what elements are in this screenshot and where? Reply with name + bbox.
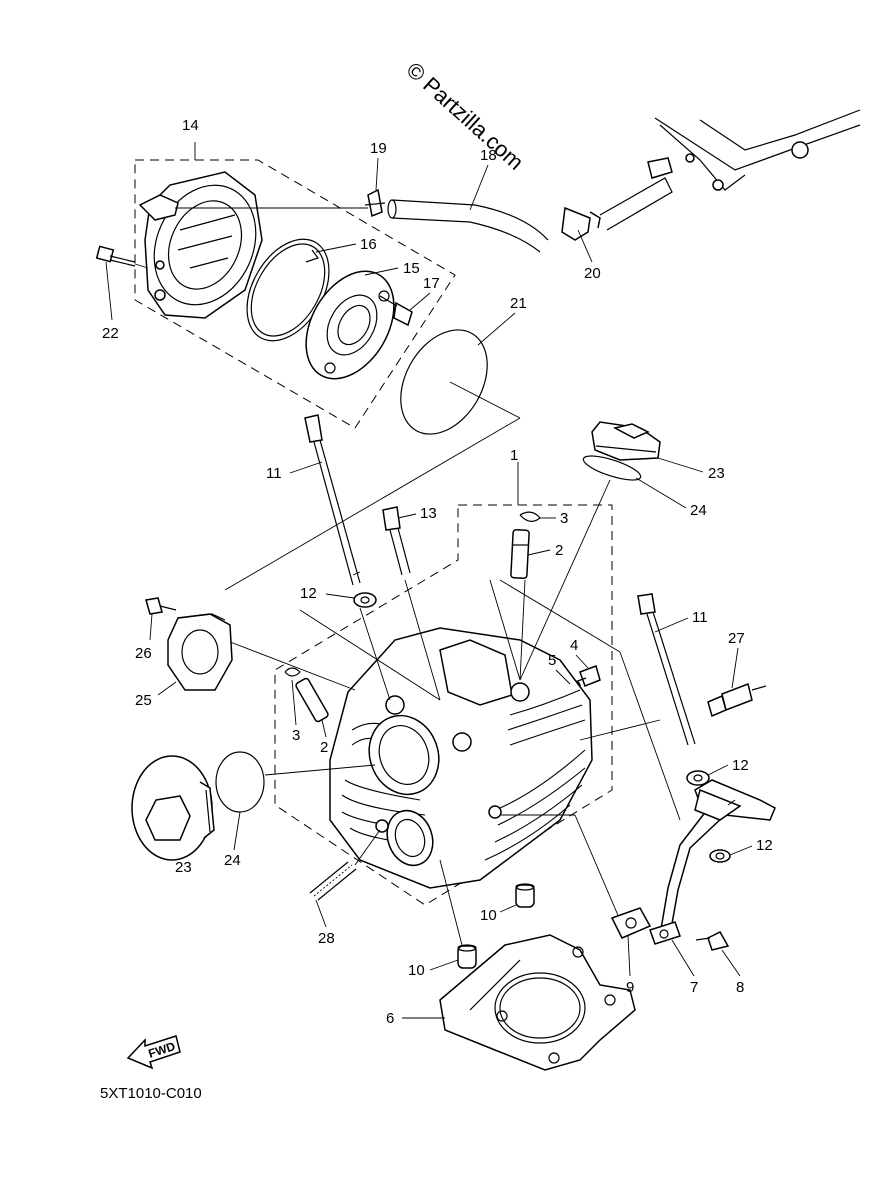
part-21-o-ring[interactable] <box>224 315 521 591</box>
part-24-o-ring-lower[interactable] <box>215 751 265 813</box>
part-13-bolt[interactable] <box>382 506 411 576</box>
label-27: 27 <box>728 630 745 647</box>
part-27-spark-plug[interactable] <box>707 682 767 718</box>
label-11-right: 11 <box>692 609 708 626</box>
label-15: 15 <box>403 260 420 277</box>
label-3-upper: 3 <box>560 510 568 527</box>
label-13: 13 <box>420 505 437 522</box>
label-3-lower: 3 <box>292 727 300 744</box>
part-10-dowel-lower[interactable] <box>457 944 477 969</box>
cover-assembly-box <box>134 142 456 429</box>
part-9-gasket[interactable] <box>610 907 652 939</box>
label-12-upper: 12 <box>300 585 317 602</box>
label-26: 26 <box>135 645 152 662</box>
label-10-upper: 10 <box>480 907 497 924</box>
fwd-arrow-icon: FWD <box>126 1035 181 1070</box>
part-18-hose[interactable] <box>175 199 549 253</box>
label-23-lower: 23 <box>175 859 192 876</box>
part-3-clip-upper[interactable] <box>519 511 541 522</box>
part-25-bracket[interactable] <box>167 613 233 691</box>
label-1: 1 <box>510 447 518 464</box>
part-6-head-gasket[interactable] <box>402 934 636 1071</box>
label-6: 6 <box>386 1010 394 1027</box>
label-18: 18 <box>480 147 497 164</box>
label-2-lower: 2 <box>320 739 328 756</box>
diagram-code: 5XT1010-C010 <box>100 1085 202 1102</box>
label-12-right: 12 <box>732 757 749 774</box>
label-24-lower: 24 <box>224 852 241 869</box>
part-26-bolt[interactable] <box>145 597 177 615</box>
part-7-flange[interactable] <box>649 921 681 945</box>
label-21: 21 <box>510 295 527 312</box>
label-16: 16 <box>360 236 377 253</box>
label-8: 8 <box>736 979 744 996</box>
frame-section <box>599 109 861 231</box>
part-11-stud-right[interactable] <box>637 593 696 746</box>
part-oil-pipe[interactable] <box>659 779 776 936</box>
label-23-upper: 23 <box>708 465 725 482</box>
part-19-clip[interactable] <box>364 188 386 218</box>
part-8-bolt[interactable] <box>695 931 730 951</box>
part-17-bolt[interactable] <box>379 295 413 327</box>
part-20-clamp[interactable] <box>561 206 601 241</box>
part-3-clip-lower[interactable] <box>284 667 301 677</box>
label-24-upper: 24 <box>690 502 707 519</box>
label-17: 17 <box>423 275 440 292</box>
leader-lines <box>224 479 681 946</box>
part-4-bolt[interactable] <box>574 665 601 687</box>
label-7: 7 <box>690 979 698 996</box>
head-assembly-box <box>274 462 613 906</box>
label-22: 22 <box>102 325 119 342</box>
cylinder-head[interactable] <box>329 627 593 889</box>
label-10-lower: 10 <box>408 962 425 979</box>
part-23-cap-lower[interactable] <box>131 755 215 861</box>
part-12-washer-upper[interactable] <box>353 592 377 608</box>
label-20: 20 <box>584 265 601 282</box>
part-12-washer-lower[interactable] <box>709 849 731 863</box>
label-5: 5 <box>548 652 556 669</box>
part-28-stud[interactable] <box>309 829 381 901</box>
label-4: 4 <box>570 637 578 654</box>
label-11-left: 11 <box>266 465 282 482</box>
part-2-guide-lower[interactable] <box>295 677 329 723</box>
part-10-dowel-upper[interactable] <box>515 883 535 908</box>
label-28: 28 <box>318 930 335 947</box>
label-19: 19 <box>370 140 387 157</box>
label-2-upper: 2 <box>555 542 563 559</box>
callout-labels: 14 19 18 16 15 17 20 21 22 23 24 11 1 13… <box>102 117 773 1027</box>
label-14: 14 <box>182 117 199 134</box>
part-15-plate[interactable] <box>288 256 412 394</box>
part-23-cap-upper[interactable] <box>591 421 661 461</box>
part-14-cover[interactable] <box>135 169 274 322</box>
part-2-guide-upper[interactable] <box>510 529 530 579</box>
part-12-washer-right[interactable] <box>686 770 710 786</box>
label-12-lower: 12 <box>756 837 773 854</box>
part-11-stud-left[interactable] <box>304 414 361 586</box>
label-25: 25 <box>135 692 152 709</box>
watermark-text: © Partzilla.com <box>402 57 529 175</box>
part-24-o-ring-upper[interactable] <box>581 451 643 485</box>
part-22-bolt[interactable] <box>95 245 149 269</box>
label-9: 9 <box>626 979 634 996</box>
